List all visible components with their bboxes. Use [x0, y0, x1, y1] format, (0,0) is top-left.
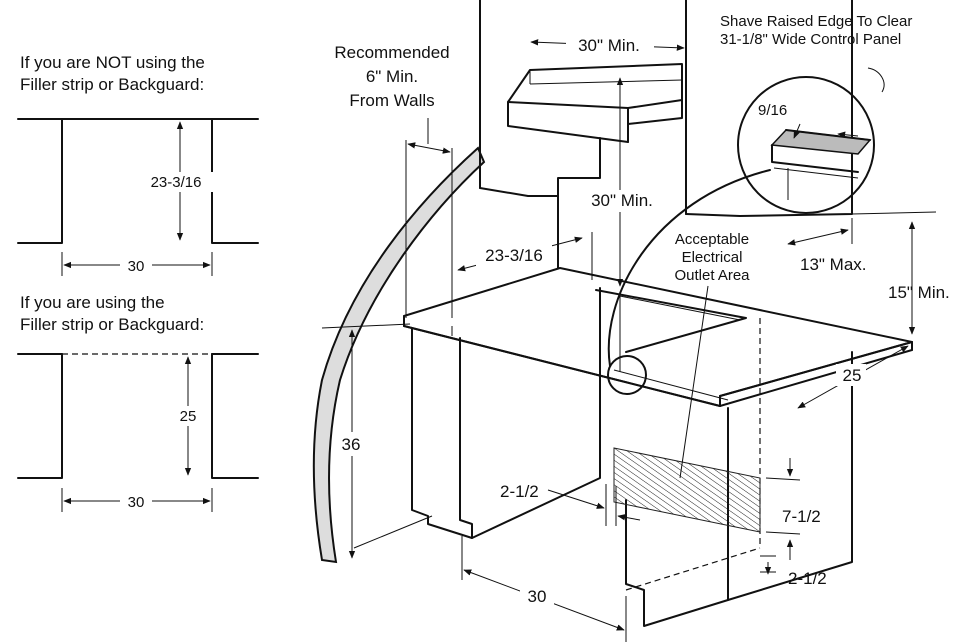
left-top-caption-1: If you are NOT using the: [20, 53, 205, 72]
outlet-floor-label: 2-1/2: [788, 569, 827, 588]
shave-line2: 31-1/8" Wide Control Panel: [720, 31, 901, 48]
recommended-arrow: [407, 142, 451, 154]
outlet-area: [613, 447, 761, 533]
outlet-label-line1: Acceptable: [675, 231, 749, 248]
upper-cabinet: [685, 0, 853, 217]
left-bottom-caption-2: Filler strip or Backguard:: [20, 315, 204, 334]
outlet-label-line2: Electrical: [682, 249, 743, 266]
hood-width-label: 30" Min.: [578, 36, 640, 55]
left-top-diagram: If you are NOT using the Filler strip or…: [17, 53, 259, 276]
left-top-right-side: [211, 118, 259, 244]
cabinet-height-label: 36: [342, 435, 361, 454]
upper-depth-label: 13" Max.: [800, 255, 867, 274]
outlet-height-label: 7-1/2: [782, 507, 821, 526]
outlet-label-line3: Outlet Area: [674, 267, 750, 284]
right-depth-label: 25: [843, 366, 862, 385]
left-bottom-caption-1: If you are using the: [20, 293, 165, 312]
hood-clearance-label: 30" Min.: [591, 191, 653, 210]
left-top-caption-2: Filler strip or Backguard:: [20, 75, 204, 94]
side-gap-label: 2-1/2: [500, 482, 539, 501]
detail-magnified: 9/16: [737, 76, 875, 214]
upper-depth-arrow: [787, 228, 849, 246]
left-bottom-height-label: 25: [180, 408, 197, 425]
range-hood: [507, 63, 683, 143]
main-diagram: 30" Min. 30" Min.: [312, 0, 950, 642]
upper-clearance-label: 15" Min.: [888, 283, 950, 302]
left-bottom-width-label: 30: [128, 494, 145, 511]
shave-line1: Shave Raised Edge To Clear: [720, 13, 912, 30]
left-bottom-diagram: If you are using the Filler strip or Bac…: [17, 293, 259, 512]
recommended-line3: From Walls: [349, 91, 434, 110]
counter-depth-label: 23-3/16: [485, 246, 543, 265]
outlet-leader: [679, 285, 709, 479]
recommended-line2: 6" Min.: [366, 67, 418, 86]
detail-dim-label: 9/16: [758, 102, 787, 119]
side-wall-strip: [312, 146, 486, 564]
detail-callout-small: [607, 355, 647, 395]
left-top-left-side: [17, 118, 63, 244]
left-top-width-label: 30: [128, 258, 145, 275]
left-top-height-label: 23-3/16: [151, 174, 202, 191]
recommended-line1: Recommended: [334, 43, 449, 62]
opening-width-label: 30: [528, 587, 547, 606]
base-cabinets: [403, 267, 913, 627]
